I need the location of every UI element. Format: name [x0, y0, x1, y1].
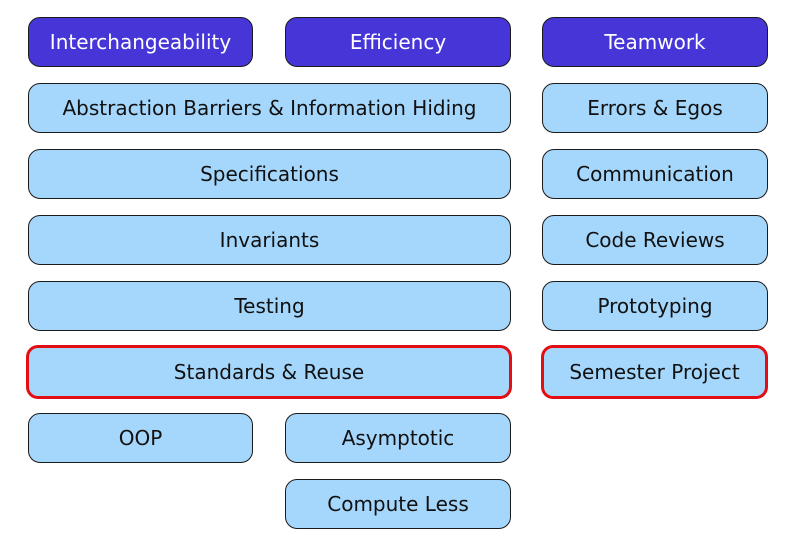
- box-standards-reuse: Standards & Reuse: [26, 345, 512, 399]
- header-teamwork: Teamwork: [542, 17, 768, 67]
- header-efficiency: Efficiency: [285, 17, 511, 67]
- box-compute-less: Compute Less: [285, 479, 511, 529]
- box-semester-project: Semester Project: [541, 345, 768, 399]
- box-prototyping: Prototyping: [542, 281, 768, 331]
- header-interchangeability: Interchangeability: [28, 17, 253, 67]
- box-specifications: Specifications: [28, 149, 511, 199]
- box-errors-egos: Errors & Egos: [542, 83, 768, 133]
- box-asymptotic: Asymptotic: [285, 413, 511, 463]
- box-abstraction-barriers: Abstraction Barriers & Information Hidin…: [28, 83, 511, 133]
- box-code-reviews: Code Reviews: [542, 215, 768, 265]
- box-testing: Testing: [28, 281, 511, 331]
- box-invariants: Invariants: [28, 215, 511, 265]
- box-communication: Communication: [542, 149, 768, 199]
- box-oop: OOP: [28, 413, 253, 463]
